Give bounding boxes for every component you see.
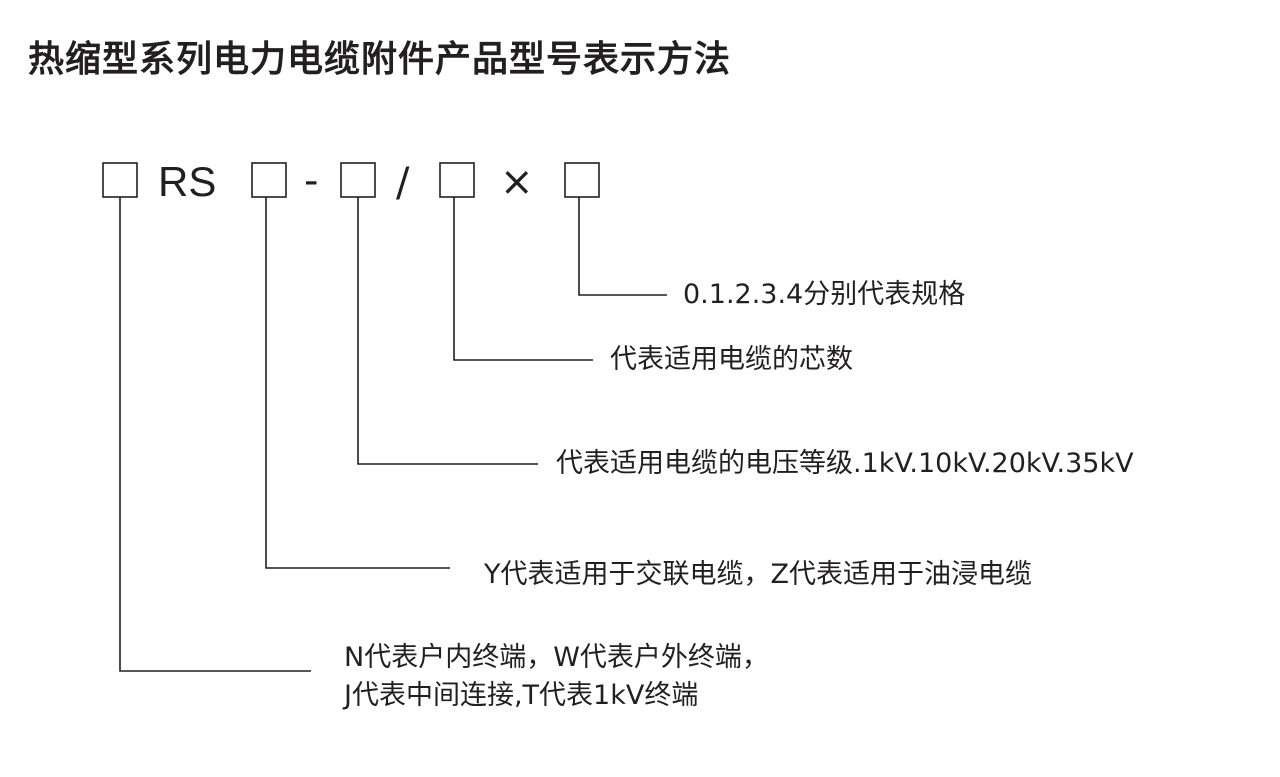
code-box-spec (564, 162, 600, 198)
code-box-cores (439, 162, 475, 198)
leader-line-cores (453, 197, 593, 361)
leader-line-terminal-type (119, 197, 311, 672)
code-box-voltage (340, 162, 376, 198)
desc-voltage: 代表适用电缆的电压等级.1kV.10kV.20kV.35kV (556, 448, 1134, 479)
diagram-title: 热缩型系列电力电缆附件产品型号表示方法 (28, 39, 732, 80)
leader-line-voltage (357, 197, 538, 465)
code-box-terminal-type (102, 162, 138, 198)
code-box-insulation-type (251, 162, 287, 198)
leader-line-spec (578, 197, 667, 296)
code-prefix-rs: RS (158, 158, 216, 205)
code-times-separator: × (500, 159, 534, 205)
code-slash-separator: / (396, 160, 410, 206)
leader-line-insulation (265, 197, 450, 569)
desc-insulation: Y代表适用于交联电缆，Z代表适用于油浸电缆 (484, 559, 1032, 590)
code-dash-separator: - (304, 158, 318, 204)
desc-cores: 代表适用电缆的芯数 (610, 344, 853, 375)
desc-spec: 0.1.2.3.4分别代表规格 (683, 279, 966, 310)
desc-terminal-line1: N代表户内终端，W代表户外终端， (344, 642, 769, 673)
desc-terminal-line2: J代表中间连接,T代表1kV终端 (344, 680, 699, 711)
